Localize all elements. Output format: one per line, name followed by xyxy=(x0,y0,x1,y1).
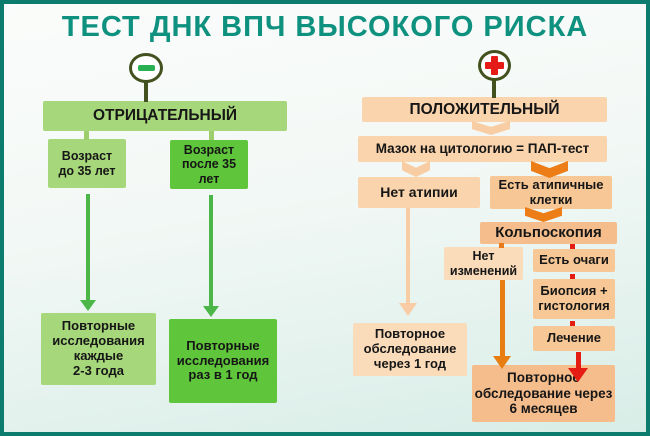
recheck-6-months-box: Повторное обследование через 6 месяцев xyxy=(472,365,615,422)
atypical-cells-box: Есть атипичные клетки xyxy=(490,176,612,209)
page-title: ТЕСТ ДНК ВПЧ ВЫСОКОГО РИСКА xyxy=(61,11,589,43)
red-dash-1 xyxy=(570,244,575,249)
no-atypia-box: Нет атипии xyxy=(358,177,480,208)
chevron-down-icon-2 xyxy=(402,161,430,177)
age-under-35-box: Возраст до 35 лет xyxy=(48,139,126,188)
orange-dot-connector xyxy=(499,243,504,248)
repeat-1-year-box: Повторные исследования раз в 1 год xyxy=(169,319,277,403)
cross-icon xyxy=(478,50,511,81)
treatment-box: Лечение xyxy=(533,326,615,351)
red-dash-3 xyxy=(570,320,575,326)
no-changes-box: Нет изменений xyxy=(444,247,523,280)
red-arrow-head xyxy=(568,368,588,382)
age-over-35-box: Возраст после 35 лет xyxy=(170,140,248,189)
green-arrow-left-stem xyxy=(85,194,90,301)
biopsy-histology-box: Биопсия + гистология xyxy=(533,279,615,319)
orange-arrow-stem xyxy=(500,280,505,358)
chevron-down-icon-1 xyxy=(472,121,510,135)
pap-test-box: Мазок на цитологию = ПАП-тест xyxy=(358,136,607,162)
red-arrow-stem xyxy=(576,352,581,370)
lesions-box: Есть очаги xyxy=(533,249,615,272)
connector-right-stub xyxy=(209,131,214,140)
minus-icon xyxy=(129,53,163,83)
green-arrow-left-head xyxy=(79,300,96,311)
red-cross-glyph xyxy=(485,56,504,75)
green-arrow-right-stem xyxy=(209,195,213,307)
chevron-down-icon-3 xyxy=(531,161,568,178)
orange-arrow-head xyxy=(493,356,511,369)
peach-arrow-stem xyxy=(406,208,410,304)
negative-header: ОТРИЦАТЕЛЬНЫЙ xyxy=(43,101,287,131)
positive-header: ПОЛОЖИТЕЛЬНЫЙ xyxy=(362,97,607,122)
green-arrow-right-head xyxy=(203,306,219,317)
cross-icon-stem xyxy=(492,79,496,98)
colposcopy-box: Кольпоскопия xyxy=(480,222,617,244)
connector-left-stub xyxy=(84,131,89,140)
red-dash-2 xyxy=(570,273,575,279)
minus-bar xyxy=(137,65,155,71)
peach-arrow-head xyxy=(399,303,417,316)
repeat-2-3-years-box: Повторные исследования каждые 2-3 года xyxy=(41,313,156,385)
chevron-down-icon-4 xyxy=(525,207,562,222)
minus-icon-stem xyxy=(144,80,148,102)
recheck-1-year-box: Повторное обследование через 1 год xyxy=(353,323,467,376)
